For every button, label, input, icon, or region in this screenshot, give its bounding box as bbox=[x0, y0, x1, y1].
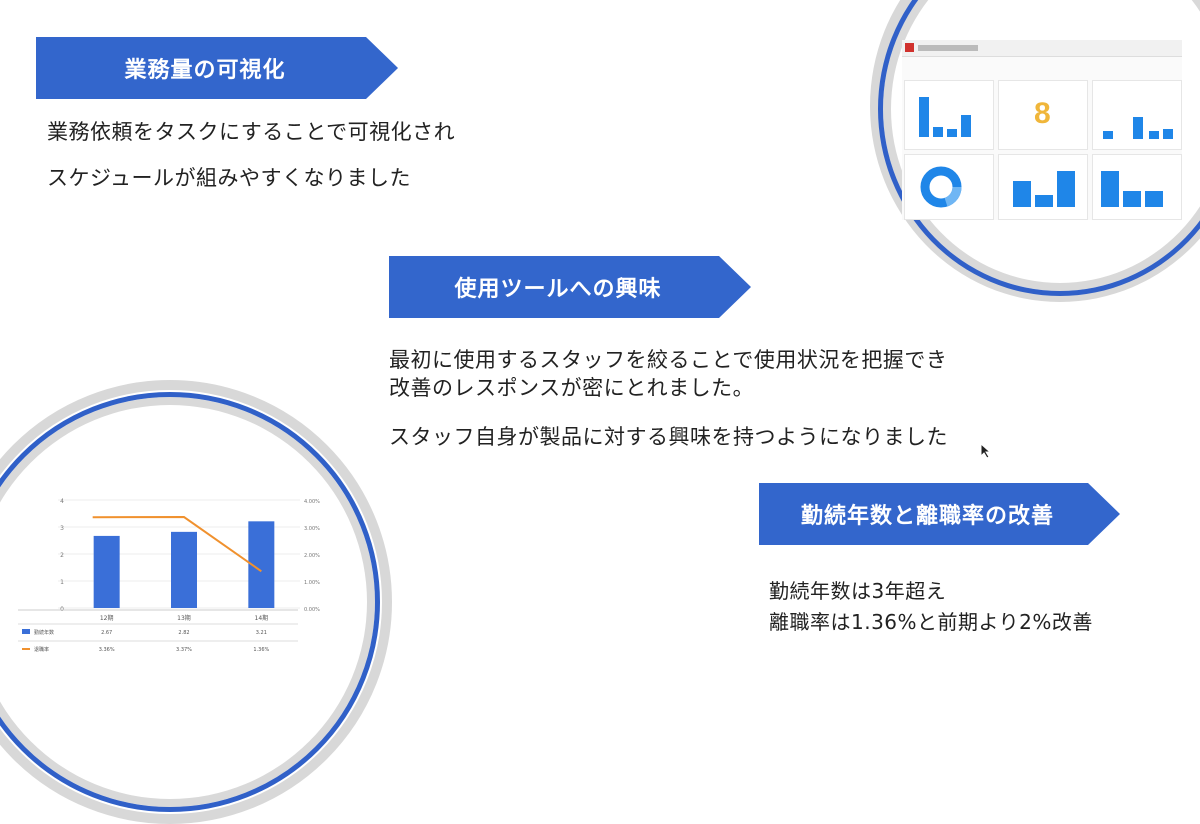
dash-bar bbox=[1057, 171, 1075, 207]
dashboard-panel-bar-2 bbox=[1092, 80, 1182, 150]
dashboard-kpi-value: 8 bbox=[1034, 97, 1051, 130]
dash-bar bbox=[1035, 195, 1053, 207]
table-cell: 1.36% bbox=[253, 647, 269, 653]
dash-bar bbox=[1103, 131, 1113, 139]
dash-bar bbox=[1163, 129, 1173, 139]
bar-13期 bbox=[171, 531, 197, 608]
dashboard-panel-bar-3 bbox=[998, 154, 1088, 220]
right-axis-tick-label: 3.00% bbox=[304, 526, 320, 532]
tenure-turnover-chart: 01234 0.00%1.00%2.00%3.00%4.00% 12期13期14… bbox=[8, 492, 326, 657]
dashboard-panel-kpi: 8 bbox=[998, 80, 1088, 150]
dashboard-panel-bar-1 bbox=[904, 80, 994, 150]
legend-swatch-bar bbox=[22, 629, 30, 634]
right-axis-tick-label: 4.00% bbox=[304, 499, 320, 505]
right-axis-tick-label: 2.00% bbox=[304, 553, 320, 559]
category-label: 13期 bbox=[177, 614, 191, 622]
dashboard-panel-donut bbox=[904, 154, 994, 220]
left-axis-tick-label: 4 bbox=[60, 498, 64, 505]
left-axis-tick-label: 2 bbox=[60, 552, 64, 559]
dashboard-topbar bbox=[902, 40, 1182, 57]
category-label: 14期 bbox=[255, 614, 269, 622]
dash-bar bbox=[947, 129, 957, 137]
dash-bar bbox=[919, 97, 929, 137]
table-row-label: 勤続年数 bbox=[34, 629, 54, 636]
tool-interest-line-1: 最初に使用するスタッフを絞ることで使用状況を把握でき bbox=[389, 348, 948, 372]
table-cell: 3.37% bbox=[176, 647, 192, 653]
dashboard-screenshot: 8 bbox=[902, 40, 1182, 220]
right-axis-tick-label: 0.00% bbox=[304, 607, 320, 613]
table-cell: 2.82 bbox=[178, 630, 189, 636]
mouse-cursor-icon bbox=[980, 443, 992, 459]
table-row-label: 退職率 bbox=[34, 646, 49, 653]
dash-bar bbox=[961, 115, 971, 137]
dash-bar bbox=[933, 127, 943, 137]
dash-bar bbox=[1133, 117, 1143, 139]
category-label: 12期 bbox=[100, 614, 114, 622]
table-cell: 3.21 bbox=[256, 630, 267, 636]
retention-line-1: 勤続年数は3年超え bbox=[769, 579, 947, 603]
heading-visualization: 業務量の可視化 bbox=[36, 37, 398, 99]
dash-bar bbox=[1149, 131, 1159, 139]
bar-12期 bbox=[93, 535, 120, 608]
left-axis-tick-label: 3 bbox=[60, 525, 64, 532]
line-series-turnover bbox=[92, 516, 262, 573]
tool-interest-line-2: 改善のレスポンスが密にとれました。 bbox=[389, 376, 755, 400]
right-axis-tick-label: 1.00% bbox=[304, 580, 320, 586]
dashboard-panel-bar-4 bbox=[1092, 154, 1182, 220]
dash-bar bbox=[1145, 191, 1163, 207]
heading-tool-interest-text: 使用ツールへの興味 bbox=[454, 277, 662, 302]
app-logo-icon bbox=[905, 43, 914, 52]
visualization-line-1: 業務依頼をタスクにすることで可視化され bbox=[47, 120, 456, 144]
heading-retention-text: 勤続年数と離職率の改善 bbox=[800, 504, 1054, 529]
dash-bar bbox=[1013, 181, 1031, 207]
retention-line-2: 離職率は1.36%と前期より2%改善 bbox=[769, 610, 1093, 634]
tool-interest-line-3: スタッフ自身が製品に対する興味を持つようになりました bbox=[389, 425, 948, 449]
heading-retention: 勤続年数と離職率の改善 bbox=[759, 483, 1120, 545]
dash-bar bbox=[1101, 171, 1119, 207]
dash-bar bbox=[1123, 191, 1141, 207]
table-cell: 3.36% bbox=[99, 647, 115, 653]
table-cell: 2.67 bbox=[101, 630, 112, 636]
left-axis-tick-label: 1 bbox=[60, 579, 64, 586]
donut-chart bbox=[920, 166, 962, 208]
dashboard-title-placeholder bbox=[918, 45, 978, 51]
heading-visualization-text: 業務量の可視化 bbox=[124, 58, 286, 83]
visualization-line-2: スケジュールが組みやすくなりました bbox=[47, 166, 412, 190]
heading-tool-interest: 使用ツールへの興味 bbox=[389, 256, 751, 318]
